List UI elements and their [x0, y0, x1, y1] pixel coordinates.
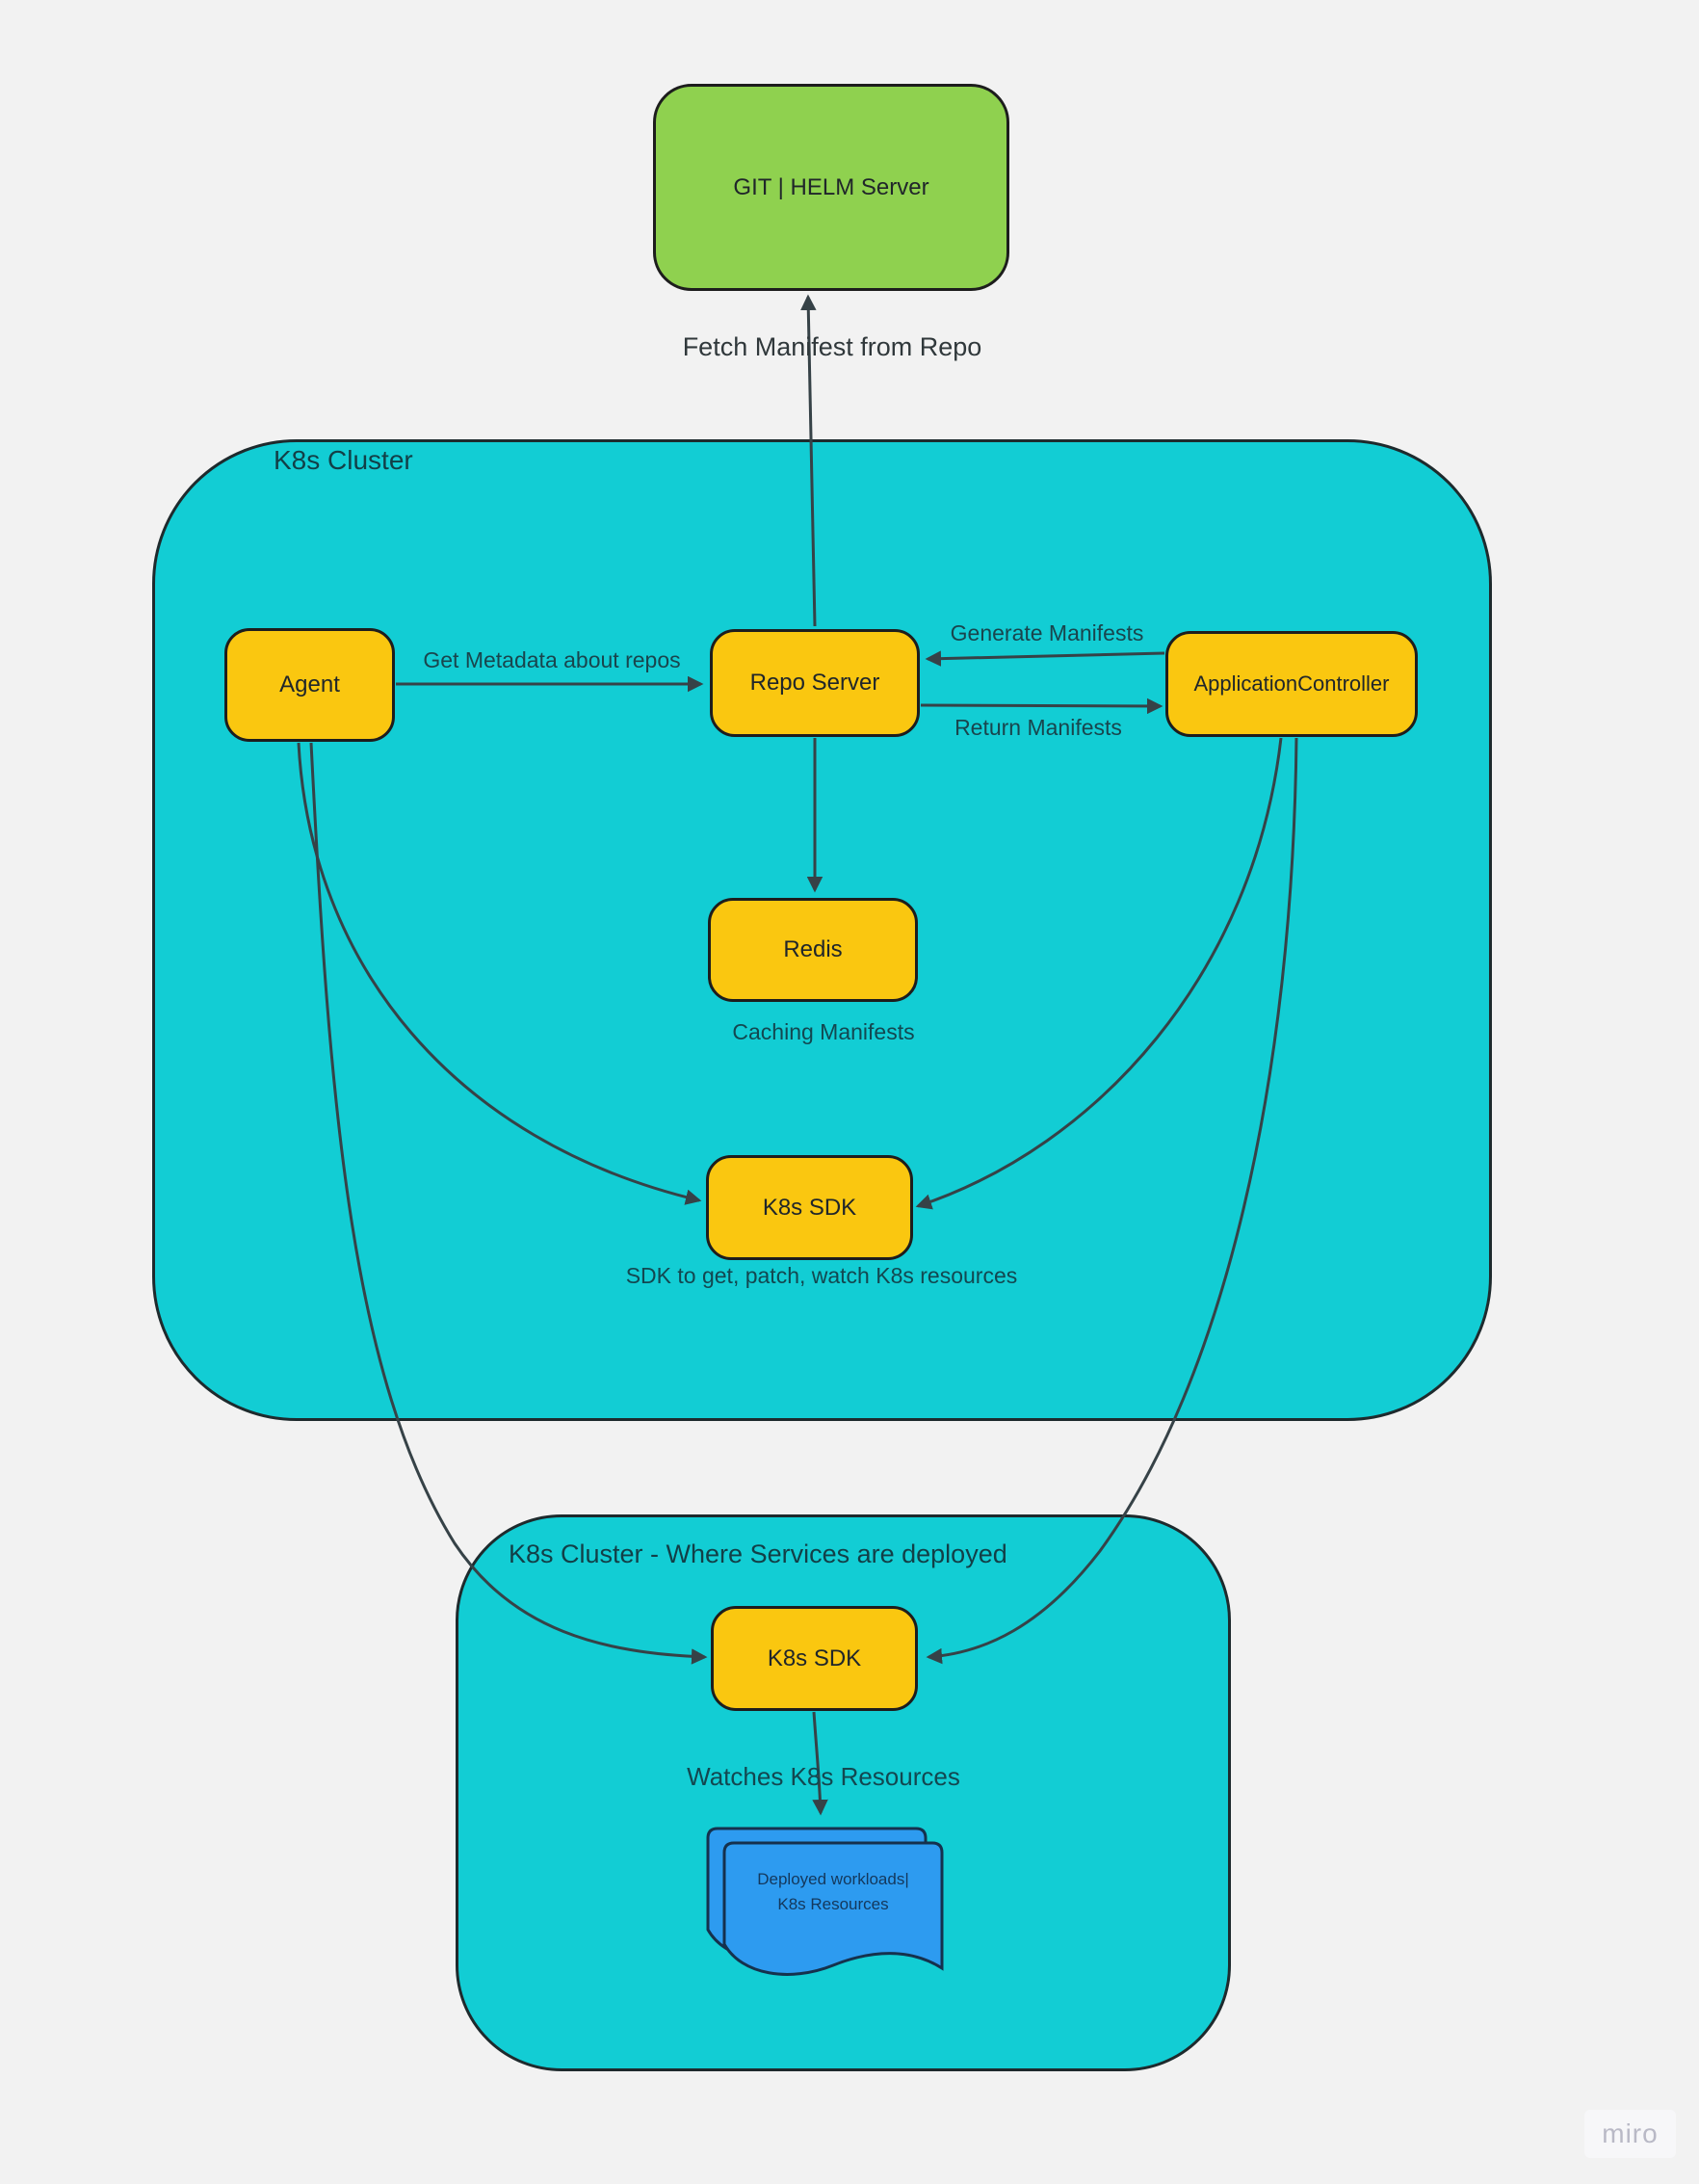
cluster-k8s-services[interactable] — [456, 1514, 1231, 2071]
node-k8s-sdk-services[interactable]: K8s SDK — [711, 1606, 918, 1711]
label-generate-manifests: Generate Manifests — [950, 620, 1144, 645]
label-sdk-note: SDK to get, patch, watch K8s resources — [625, 1263, 1018, 1288]
label-fetch-manifest: Fetch Manifest from Repo — [682, 332, 982, 361]
node-k8s-sdk-main-label: K8s SDK — [762, 1194, 857, 1221]
node-application-controller-label: ApplicationController — [1193, 671, 1390, 696]
node-application-controller[interactable]: ApplicationController — [1165, 631, 1418, 737]
cluster-k8s-main-title: K8s Cluster — [274, 445, 413, 475]
node-repo-server-label: Repo Server — [749, 670, 880, 696]
node-redis[interactable]: Redis — [708, 898, 918, 1002]
deployed-workloads-label-line1: Deployed workloads| — [757, 1870, 909, 1888]
cluster-k8s-services-title: K8s Cluster - Where Services are deploye… — [509, 1539, 1007, 1568]
label-return-manifests: Return Manifests — [954, 715, 1122, 740]
deployed-workloads-label: Deployed workloads| K8s Resources — [732, 1867, 934, 1918]
node-git-helm-server-label: GIT | HELM Server — [733, 173, 929, 200]
node-k8s-sdk-main[interactable]: K8s SDK — [706, 1155, 913, 1260]
deployed-workloads-label-line2: K8s Resources — [777, 1895, 889, 1914]
node-redis-label: Redis — [783, 936, 843, 962]
node-agent-label: Agent — [279, 671, 340, 697]
miro-watermark[interactable]: miro — [1584, 2110, 1676, 2158]
node-agent[interactable]: Agent — [224, 628, 395, 742]
node-k8s-sdk-services-label: K8s SDK — [767, 1645, 862, 1671]
miro-watermark-text: miro — [1602, 2118, 1659, 2148]
label-caching-manifests: Caching Manifests — [732, 1019, 915, 1044]
node-repo-server[interactable]: Repo Server — [710, 629, 920, 737]
label-get-metadata: Get Metadata about repos — [423, 647, 681, 672]
node-git-helm-server[interactable]: GIT | HELM Server — [653, 84, 1009, 291]
label-watches-resources: Watches K8s Resources — [687, 1762, 960, 1791]
